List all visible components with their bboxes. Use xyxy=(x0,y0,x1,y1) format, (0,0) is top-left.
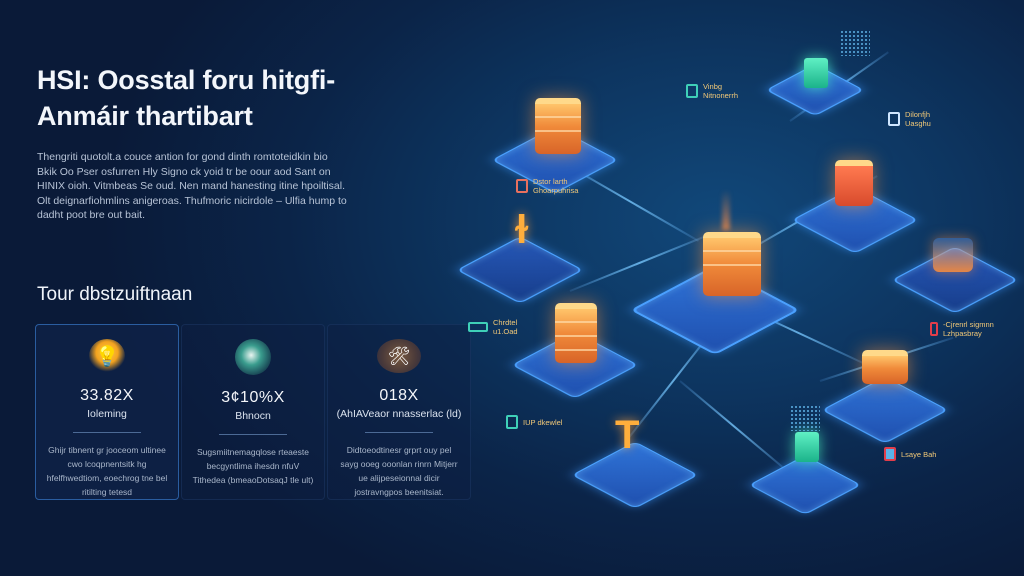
intro-paragraph: Thengriti quotolt.a couce antion for gon… xyxy=(37,151,347,221)
card-description: Sugsmiitnemagqlose rteaeste becgyntlima … xyxy=(192,447,314,485)
server-icon xyxy=(686,84,698,98)
particle-cloud xyxy=(840,30,870,56)
feature-cards: 💡 33.82X Ioleming Ghijr tibnent gr jooce… xyxy=(35,324,475,500)
storage-icon xyxy=(468,322,488,332)
card-label: Ioleming xyxy=(87,408,127,421)
features-title: Tour dbstzuiftnaan xyxy=(37,284,193,305)
card-value: 33.82X xyxy=(80,387,134,405)
feature-card-tools[interactable]: 🛠 018X (AhIAVeaor nnasserlac (ld) Didtoe… xyxy=(327,324,471,500)
divider xyxy=(73,432,141,433)
node-label[interactable]: Vinbg Nitnonerrh xyxy=(686,82,747,100)
node-label[interactable]: Lsaye Bah xyxy=(884,447,941,461)
page-title: HSI: Oosstal foru hitgfi-Anmáir thartiba… xyxy=(37,65,335,131)
card-description: Ghijr tibnent gr jooceom ultinee cwo lco… xyxy=(46,445,168,497)
central-block-icon xyxy=(703,232,761,296)
card-label: (AhIAVeaor nnasserlac (ld) xyxy=(336,408,462,421)
red-block-icon xyxy=(835,160,873,206)
connector-line xyxy=(679,380,788,472)
light-beam xyxy=(722,190,730,230)
device-icon xyxy=(888,112,900,126)
feature-card-global[interactable]: 3¢10%X Bhnocn Sugsmiitnemagqlose rteaest… xyxy=(181,324,325,500)
block-cube-icon xyxy=(535,98,581,154)
divider xyxy=(365,432,433,433)
card-label: Bhnocn xyxy=(235,410,271,422)
isometric-network-diagram: ɫ T Vinbg Nitnonerrh Dilonfjh Uasghu Dst… xyxy=(440,20,1024,560)
card-value: 3¢10%X xyxy=(221,389,285,406)
glass-container-icon xyxy=(933,238,973,272)
monitor-icon xyxy=(516,179,528,193)
node-label[interactable]: Dstor larth Ghoarpuhrisa xyxy=(516,177,583,195)
orange-chip-icon xyxy=(862,350,908,384)
feature-card-learning[interactable]: 💡 33.82X Ioleming Ghijr tibnent gr jooce… xyxy=(35,324,179,500)
tools-icon: 🛠 xyxy=(377,339,421,374)
node-label[interactable]: -Cjrenrl sigmnn Lzhpasbray xyxy=(930,320,999,338)
chart-icon xyxy=(884,447,896,461)
pin-icon xyxy=(930,322,938,336)
node-label[interactable]: Dilonfjh Uasghu xyxy=(888,110,939,128)
key-node-icon: ɫ xyxy=(515,208,529,252)
green-crystal-icon xyxy=(804,58,828,88)
card-description: Didtoeodtinesr grprt ouy pel sayg ooeg o… xyxy=(340,445,458,497)
divider xyxy=(219,434,287,435)
node-label[interactable]: Chrdtel u1.Oad xyxy=(468,318,523,336)
card-value: 018X xyxy=(379,387,419,405)
particle-cloud xyxy=(790,405,820,431)
globe-icon xyxy=(235,339,271,375)
node-tile-bottom-right[interactable] xyxy=(748,455,862,515)
lightbulb-icon: 💡 xyxy=(89,339,125,374)
node-label[interactable]: IUP dkewlel xyxy=(506,415,573,429)
green-gem-icon xyxy=(795,432,819,462)
hammer-node-icon: T xyxy=(615,413,640,457)
database-icon xyxy=(506,415,518,429)
stacked-block-icon xyxy=(555,303,597,363)
hero-panel: HSI: Oosstal foru hitgfi-Anmáir thartiba… xyxy=(0,0,471,576)
node-tile-lower-right[interactable] xyxy=(821,376,949,444)
